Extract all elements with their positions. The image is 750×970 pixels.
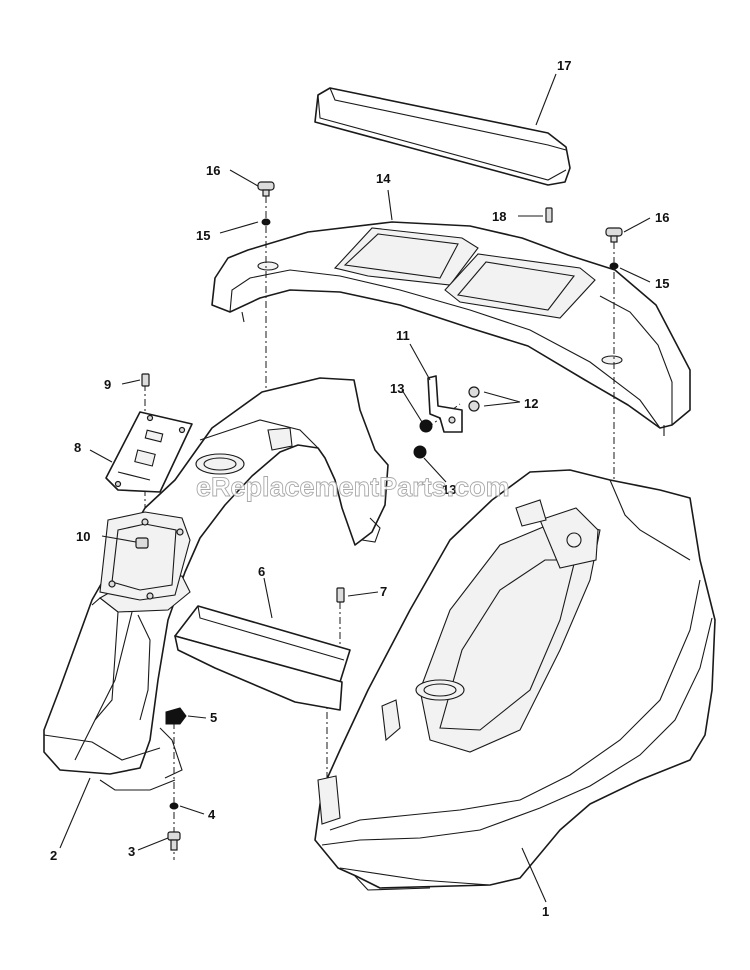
callout-5: 5 — [210, 710, 217, 725]
part-10-gauge-housing — [99, 511, 191, 601]
part-1-right-fender — [314, 469, 716, 891]
part-16-knob-left — [257, 181, 275, 197]
part-8-switch-plate — [105, 411, 193, 493]
callout-3: 3 — [128, 844, 135, 859]
part-17-handle — [314, 87, 571, 186]
callout-18: 18 — [492, 209, 506, 224]
callout-15-right: 15 — [655, 276, 669, 291]
leader-lines — [59, 73, 651, 903]
part-18-screw — [545, 207, 553, 223]
callout-6: 6 — [258, 564, 265, 579]
callout-16-right: 16 — [655, 210, 669, 225]
callout-8: 8 — [74, 440, 81, 455]
callout-12: 12 — [524, 396, 538, 411]
part-14-upper-pan — [211, 221, 691, 436]
part-11-bracket — [427, 375, 463, 433]
part-12-screws — [468, 386, 480, 412]
callout-4: 4 — [208, 807, 216, 822]
callout-13-lower: 13 — [442, 482, 456, 497]
callout-1: 1 — [542, 904, 549, 919]
part-6-shield — [174, 605, 351, 711]
callout-7: 7 — [380, 584, 387, 599]
part-3-bolt — [167, 831, 181, 851]
callout-13-upper: 13 — [390, 381, 404, 396]
part-13-nuts — [413, 419, 433, 459]
callout-labels: 17 14 16 15 18 16 15 11 12 13 13 9 8 10 … — [50, 58, 669, 919]
watermark: eReplacementParts.com — [196, 472, 510, 502]
callout-11: 11 — [396, 328, 410, 343]
callout-9: 9 — [104, 377, 111, 392]
callout-10: 10 — [76, 529, 90, 544]
part-7-screw — [336, 587, 345, 603]
callout-14: 14 — [376, 171, 391, 186]
part-4-washer — [169, 802, 179, 810]
callout-16-left: 16 — [206, 163, 220, 178]
part-2-left-console — [43, 377, 389, 791]
part-5-nut — [165, 707, 187, 725]
callout-15-left: 15 — [196, 228, 210, 243]
part-16-knob-right — [605, 227, 623, 243]
callout-2: 2 — [50, 848, 57, 863]
callout-17: 17 — [557, 58, 571, 73]
part-9-screw — [141, 373, 150, 387]
